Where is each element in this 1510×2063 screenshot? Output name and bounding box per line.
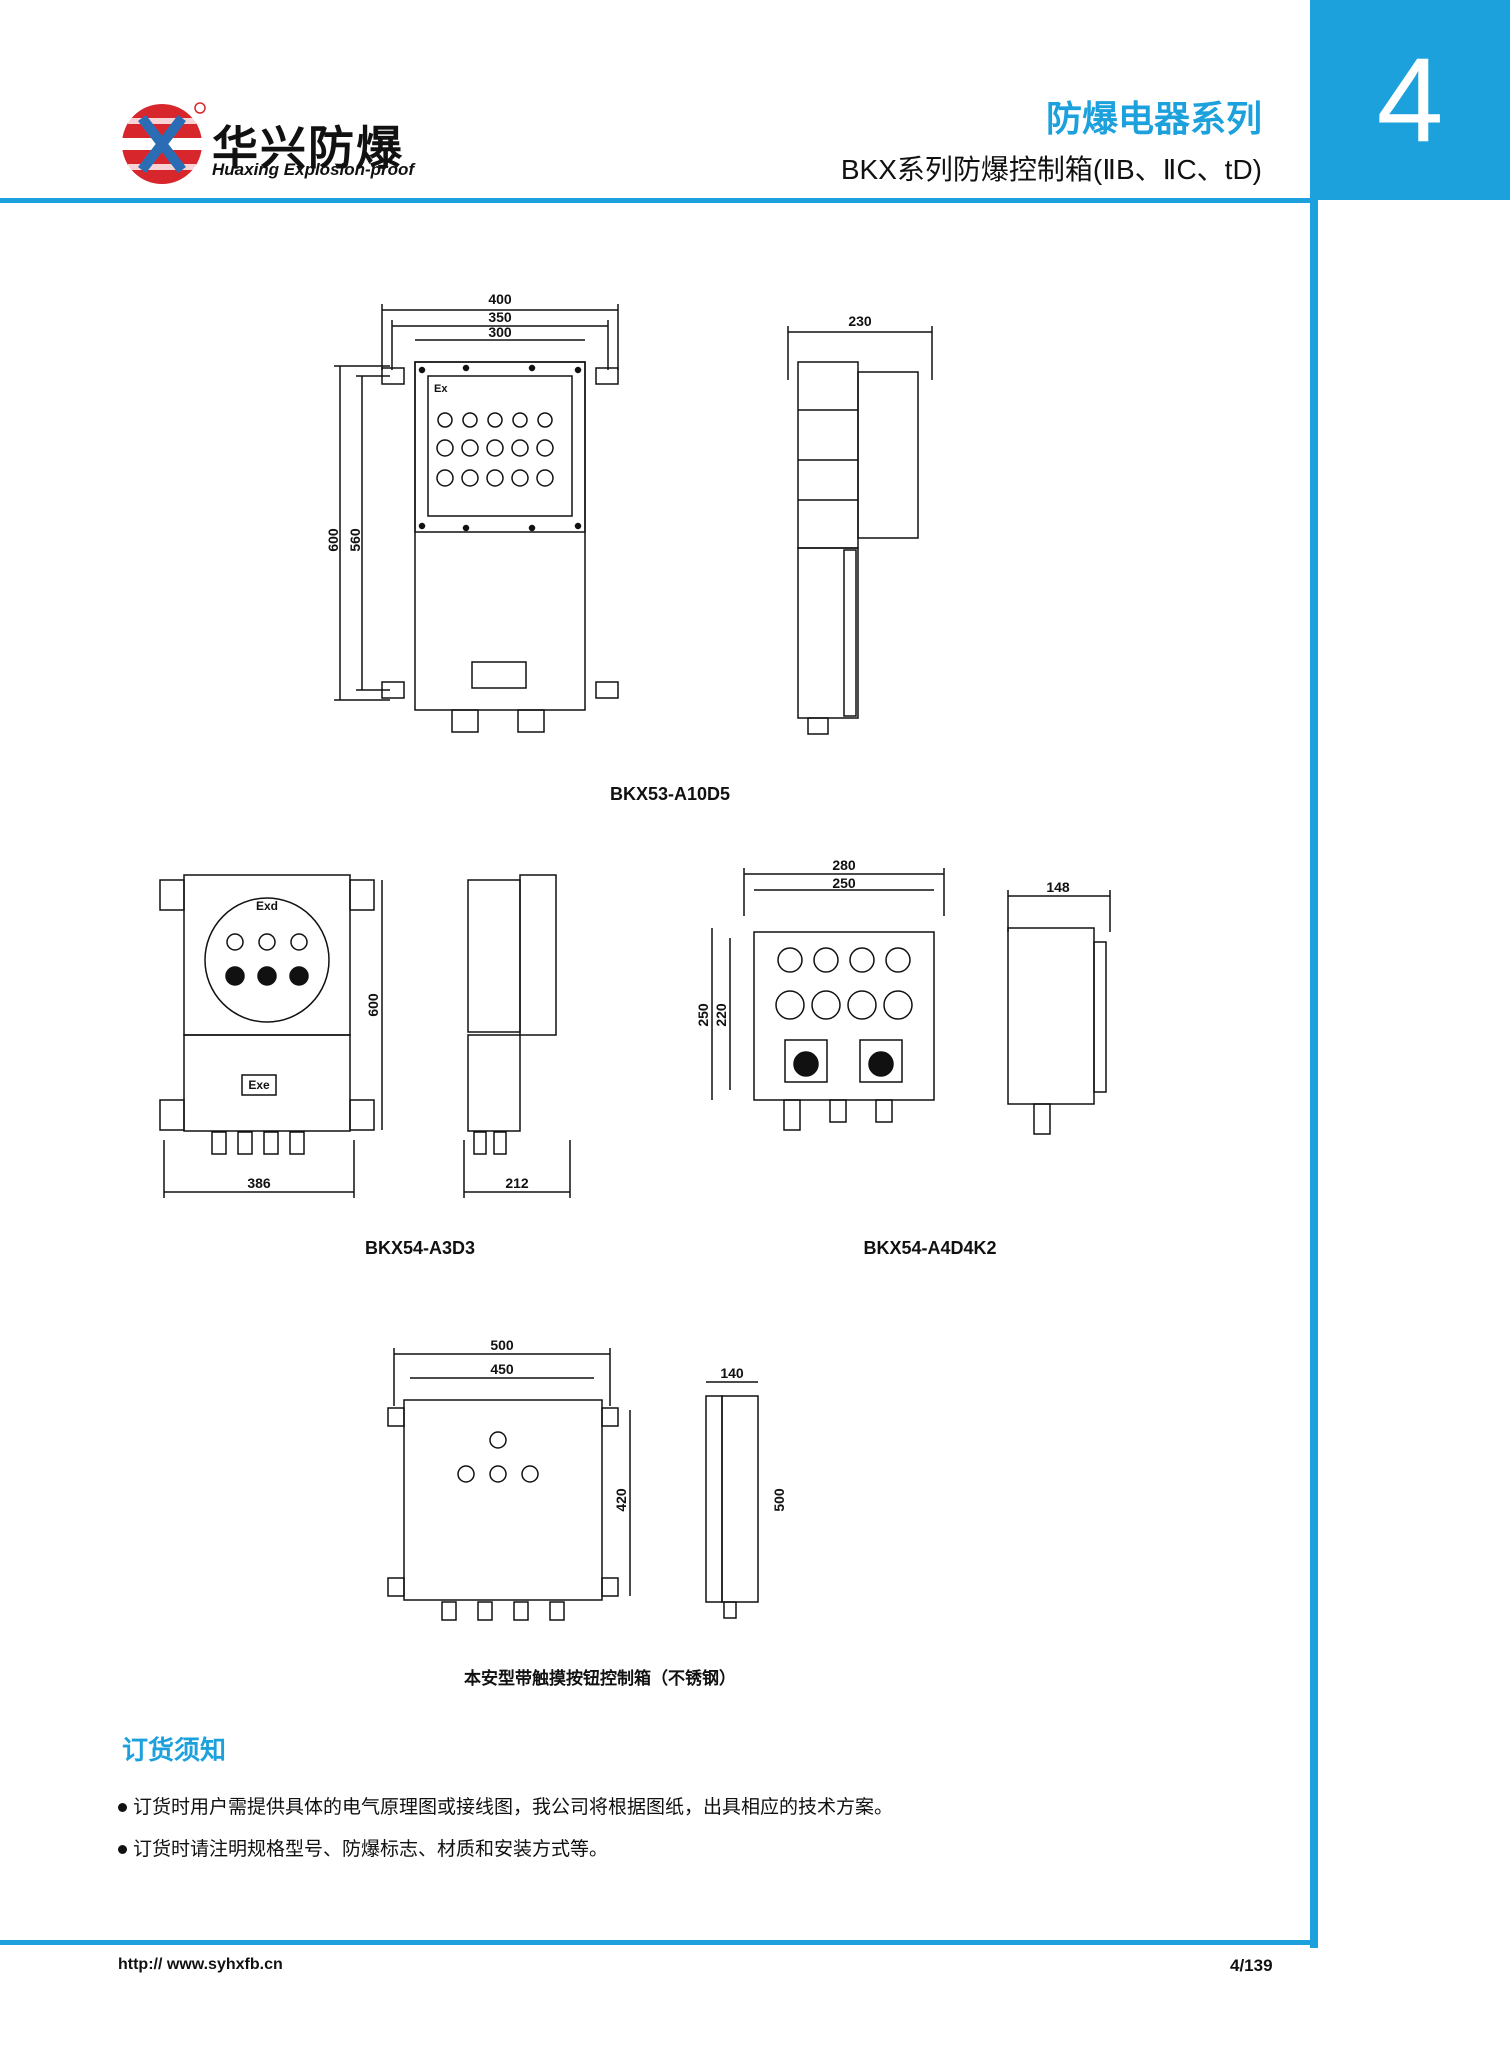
dim-148: 148 xyxy=(1046,879,1070,895)
bullet-icon xyxy=(118,1803,127,1813)
dim-500: 500 xyxy=(490,1340,514,1353)
dim-212: 212 xyxy=(505,1175,529,1191)
bullet-icon xyxy=(118,1845,127,1855)
dim-450: 450 xyxy=(490,1361,514,1377)
dim-600: 600 xyxy=(325,528,341,552)
dim-250: 250 xyxy=(832,875,856,891)
dim-600: 600 xyxy=(365,993,381,1017)
dim-220: 220 xyxy=(713,1003,729,1027)
dim-350: 350 xyxy=(488,309,512,325)
order-note-2: 订货时请注明规格型号、防爆标志、材质和安装方式等。 xyxy=(118,1834,608,1861)
caption-bkx54-a3d3: BKX54-A3D3 xyxy=(364,1238,476,1258)
dim-140: 140 xyxy=(720,1365,744,1381)
indicator-lights xyxy=(436,412,554,487)
dim-280: 280 xyxy=(832,860,856,873)
header-rule xyxy=(0,198,1316,203)
order-notes-title: 订货须知 xyxy=(122,1735,227,1765)
product-subtitle: BKX系列防爆控制箱(ⅡB、ⅡC、tD) xyxy=(840,154,1262,185)
side-rule xyxy=(1310,198,1318,1948)
mark-exd: Exd xyxy=(256,899,278,913)
dim-230: 230 xyxy=(848,313,872,329)
dim-420: 420 xyxy=(613,1488,629,1512)
drawing-bkx53: 400 350 300 600 560 Ex 230 xyxy=(325,291,933,735)
bolts xyxy=(418,364,582,532)
drawing-bkx54-a4d4k2: 280 250 250 220 148 xyxy=(695,860,1111,1135)
ex-mark: Ex xyxy=(434,383,448,395)
dim-250v: 250 xyxy=(695,1003,711,1027)
dim-560: 560 xyxy=(347,528,363,552)
series-title: 防爆电器系列 xyxy=(1045,98,1262,139)
dim-500v: 500 xyxy=(771,1488,787,1512)
caption-stainless: 本安型带触摸按钮控制箱（不锈钢） xyxy=(464,1669,736,1688)
logo-english-name: Huaxing Explosion-proof xyxy=(212,160,415,179)
chapter-tab xyxy=(1310,0,1510,200)
dim-300: 300 xyxy=(488,324,512,340)
drawing-stainless-box: 500 450 420 140 500 xyxy=(387,1340,787,1621)
dim-400: 400 xyxy=(488,291,512,307)
footer-url: http:// www.syhxfb.cn xyxy=(118,1956,283,1973)
mark-exe: Exe xyxy=(248,1078,270,1092)
footer-rule xyxy=(0,1940,1318,1945)
drawing-bkx54-a3d3: Exd Exe 600 386 212 xyxy=(159,874,571,1198)
dim-386: 386 xyxy=(247,1175,271,1191)
company-logo-icon xyxy=(122,102,206,184)
chapter-number: 4 xyxy=(1376,33,1444,167)
logo-chinese-name: 华兴防爆 xyxy=(212,122,404,174)
order-note-1: 订货时用户需提供具体的电气原理图或接线图，我公司将根据图纸，出具相应的技术方案。 xyxy=(118,1792,893,1819)
page-number: 4/139 xyxy=(1230,1956,1273,1975)
caption-bkx53: BKX53-A10D5 xyxy=(609,784,731,804)
caption-bkx54-a4d4k2: BKX54-A4D4K2 xyxy=(863,1238,997,1258)
